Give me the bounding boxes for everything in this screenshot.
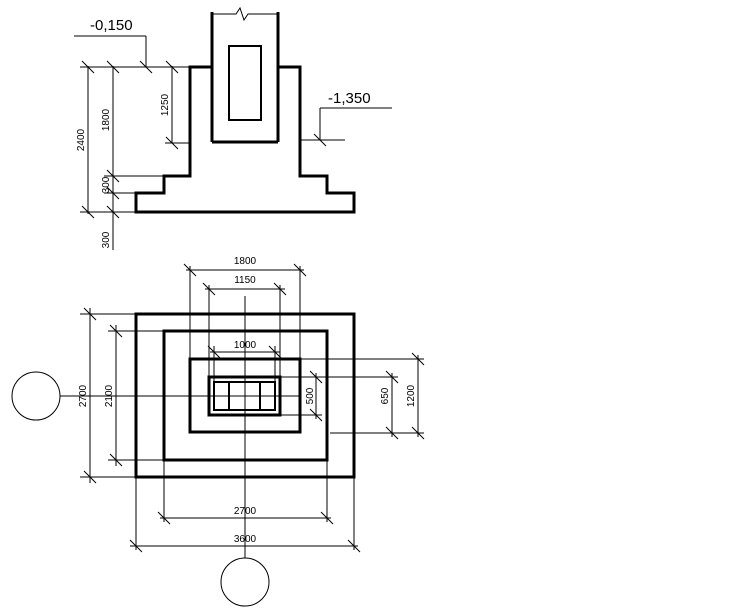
tick xyxy=(165,136,179,150)
dim-1250-label: 1250 xyxy=(160,93,171,116)
tick xyxy=(106,205,120,219)
tick xyxy=(109,324,123,338)
level-bottom-tick xyxy=(313,133,327,147)
dim-1800-label: 1800 xyxy=(101,108,112,131)
dim-500-label: 500 xyxy=(305,387,316,404)
tick xyxy=(268,345,282,359)
column-inner-rect xyxy=(228,45,262,121)
tick xyxy=(207,345,221,359)
dim-1000-label: 1000 xyxy=(234,340,257,351)
plan-view: 1800 1150 1000 2700 3600 2700 xyxy=(11,256,425,607)
tick xyxy=(165,60,179,74)
axis-bubble-bottom xyxy=(220,557,270,607)
tick xyxy=(83,307,97,321)
tick xyxy=(106,186,120,200)
tick xyxy=(106,169,120,183)
tick xyxy=(109,453,123,467)
dim-3600-label: 3600 xyxy=(234,534,257,545)
tick xyxy=(273,282,287,296)
dim-2700-label: 2700 xyxy=(234,506,257,517)
tick xyxy=(411,352,425,366)
tick xyxy=(106,60,120,74)
dim-1200-label: 1200 xyxy=(406,384,417,407)
tick xyxy=(347,539,361,553)
tick xyxy=(385,426,399,440)
tick xyxy=(309,408,323,422)
tick xyxy=(183,263,197,277)
dim-650-label: 650 xyxy=(380,387,391,404)
section-view: -0,150 -1,350 2400 1800 1250 300 300 xyxy=(74,6,392,250)
level-bottom-label: -1,350 xyxy=(328,90,371,107)
tick xyxy=(81,60,95,74)
tick xyxy=(202,282,216,296)
tick xyxy=(293,263,307,277)
tick xyxy=(385,370,399,384)
break-line xyxy=(212,6,278,22)
dim-2100-label: 2100 xyxy=(104,384,115,407)
dim-1800-label: 1800 xyxy=(234,256,257,267)
tick xyxy=(83,470,97,484)
dim-2700-left-label: 2700 xyxy=(78,384,89,407)
dim-300-step-label: 300 xyxy=(101,176,112,193)
tick xyxy=(81,205,95,219)
level-top-label: -0,150 xyxy=(90,17,133,34)
dim-1150-label: 1150 xyxy=(234,275,256,286)
tick xyxy=(411,426,425,440)
dim-2400-label: 2400 xyxy=(76,128,87,151)
axis-bubble-left xyxy=(11,371,61,421)
tick xyxy=(320,511,334,525)
dim-300-base-label: 300 xyxy=(101,231,112,248)
tick xyxy=(129,539,143,553)
tick xyxy=(157,511,171,525)
